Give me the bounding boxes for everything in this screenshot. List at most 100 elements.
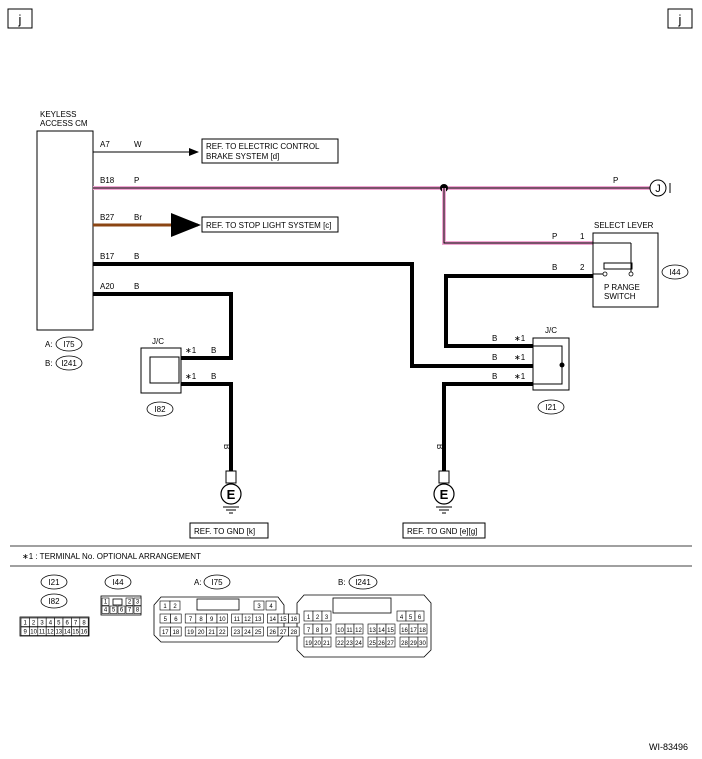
face-a-label: A:	[194, 578, 202, 587]
face-i241-pin-8-label: 8	[316, 628, 320, 634]
figure-id: WI-83496	[649, 742, 688, 752]
pin-b17: B17	[100, 252, 115, 261]
face-i241-pin-10-label: 10	[337, 628, 344, 634]
ref-stop-light-text: REF. TO STOP LIGHT SYSTEM [c]	[206, 221, 332, 230]
face-i75-pin-4-label: 4	[269, 604, 273, 610]
face-i75-pin-3-cell	[253, 600, 265, 611]
face-jc-pin-4-label: 4	[49, 621, 53, 627]
face-i44-pin-1-label: 1	[104, 600, 108, 606]
face-jc-pin-9-label: 9	[24, 630, 28, 636]
face-i75-pin-5-label: 5	[164, 617, 168, 623]
face-i75-pin-2-cell	[169, 600, 181, 611]
face-i75-pin-6-label: 6	[174, 617, 178, 623]
select-lever-title: SELECT LEVER	[594, 221, 654, 230]
ground-right-e: E	[440, 487, 449, 502]
wire-select-lever-b	[444, 274, 593, 348]
jc-right-star3: ∗1	[514, 372, 526, 381]
face-i75-label: I75	[211, 578, 223, 587]
face-jc-pin-14-label: 14	[64, 630, 71, 636]
jc-right-conn-id: I21	[545, 403, 557, 412]
ref-gnd-k-text: REF. TO GND [k]	[194, 527, 255, 536]
select-lever-pin1: 1	[580, 232, 585, 241]
face-i241-pin-24-cell	[353, 636, 364, 648]
face-i241-pin-21-label: 21	[323, 641, 330, 647]
wire-select-lever-color: B	[552, 263, 557, 272]
face-i75-pin-13-label: 13	[255, 617, 262, 623]
face-jc-pin-8-label: 8	[82, 621, 86, 627]
wire-p-branch-core	[443, 188, 593, 244]
ref-brake-line1: REF. TO ELECTRIC CONTROL	[206, 142, 320, 151]
face-i241-pin-23-label: 23	[346, 641, 353, 647]
face-i75-oval	[203, 574, 231, 590]
keyless-conn-a-oval	[55, 336, 83, 352]
face-i241-pin-5-label: 5	[409, 615, 413, 621]
corner-tag-left: j	[7, 8, 33, 29]
ref-stop-light-box	[201, 216, 339, 233]
jc-right-junction	[559, 362, 565, 368]
face-i241-pin-18-cell	[417, 623, 428, 635]
select-lever-conn-id: I44	[669, 268, 681, 277]
wire-a20	[93, 292, 233, 360]
face-i241-pin-24-label: 24	[355, 641, 362, 647]
face-jc-pin-16-cell	[79, 626, 89, 636]
keyless-title-1: KEYLESS	[40, 110, 76, 119]
face-i241-pin-7-label: 7	[307, 628, 311, 634]
face-i241-pin-14-label: 14	[378, 628, 385, 634]
wire-b18-color: P	[134, 176, 139, 185]
corner-tag-right: j	[667, 8, 693, 29]
face-i75-pin-28-label: 28	[291, 630, 298, 636]
jc-right-wire1-color: B	[492, 334, 497, 343]
jc-left-label: J/C	[152, 337, 164, 346]
wire-b17-color: B	[134, 252, 139, 261]
face-i44-pin-4-cell	[101, 605, 110, 614]
face-i82-label: I82	[48, 597, 60, 606]
connector-j-circle	[649, 179, 667, 197]
jc-left-wire2-color: B	[211, 372, 216, 381]
face-i44-pin-3-cell	[133, 597, 142, 606]
face-i241-pin-15-cell	[385, 623, 396, 635]
face-i44-pin-2-cell	[125, 597, 134, 606]
ref-gnd-k-box	[189, 522, 269, 539]
face-i75-pin-16-label: 16	[291, 617, 298, 623]
face-i75-pin-19-label: 19	[187, 630, 194, 636]
face-i241-latch	[332, 597, 392, 614]
face-jc-pin-5-label: 5	[57, 621, 61, 627]
wire-b27-color: Br	[134, 213, 142, 222]
face-i75-pin-10-label: 10	[219, 617, 226, 623]
face-i44-label: I44	[112, 578, 124, 587]
face-i241-pin-3-cell	[321, 610, 332, 622]
face-i75-pin-25-label: 25	[255, 630, 262, 636]
pin-a7: A7	[100, 140, 110, 149]
keyless-cm-box	[36, 130, 94, 331]
face-i241-pin-12-label: 12	[355, 628, 362, 634]
face-i75-pin-13-cell	[252, 613, 264, 624]
face-i241-pin-17-label: 17	[410, 628, 417, 634]
wire-a7-color: W	[134, 140, 142, 149]
jc-right-star2: ∗1	[514, 353, 526, 362]
face-i75-pin-21-label: 21	[208, 630, 215, 636]
jc-left-conn-id: I82	[154, 405, 166, 414]
wire-p-branch-pink	[442, 188, 593, 245]
face-i241-pin-26-label: 26	[378, 641, 385, 647]
face-i75-pin-12-label: 12	[244, 617, 251, 623]
keyless-conn-a: A:	[45, 340, 53, 349]
jc-left-wire1-color: B	[211, 346, 216, 355]
face-i44-latch	[112, 598, 123, 606]
pin-a20: A20	[100, 282, 115, 291]
corner-tag-left-text: j	[18, 12, 22, 27]
face-jc-pin-12-label: 12	[47, 630, 54, 636]
face-i241-pin-22-label: 22	[337, 641, 344, 647]
face-i44-pin-7-label: 7	[128, 608, 132, 614]
face-i75-pin-22-label: 22	[219, 630, 226, 636]
corner-tag-right-text: j	[678, 12, 682, 27]
face-i44-pin-1-cell	[101, 597, 110, 606]
pin-b18: B18	[100, 176, 115, 185]
keyless-title-2: ACCESS CM	[40, 119, 88, 128]
face-i44-pin-6-label: 6	[120, 608, 124, 614]
face-i44-pin-7-cell	[125, 605, 134, 614]
face-i75-pin-25-cell	[252, 626, 264, 637]
face-i44-pin-6-cell	[117, 605, 126, 614]
face-i241-pin-25-label: 25	[369, 641, 376, 647]
